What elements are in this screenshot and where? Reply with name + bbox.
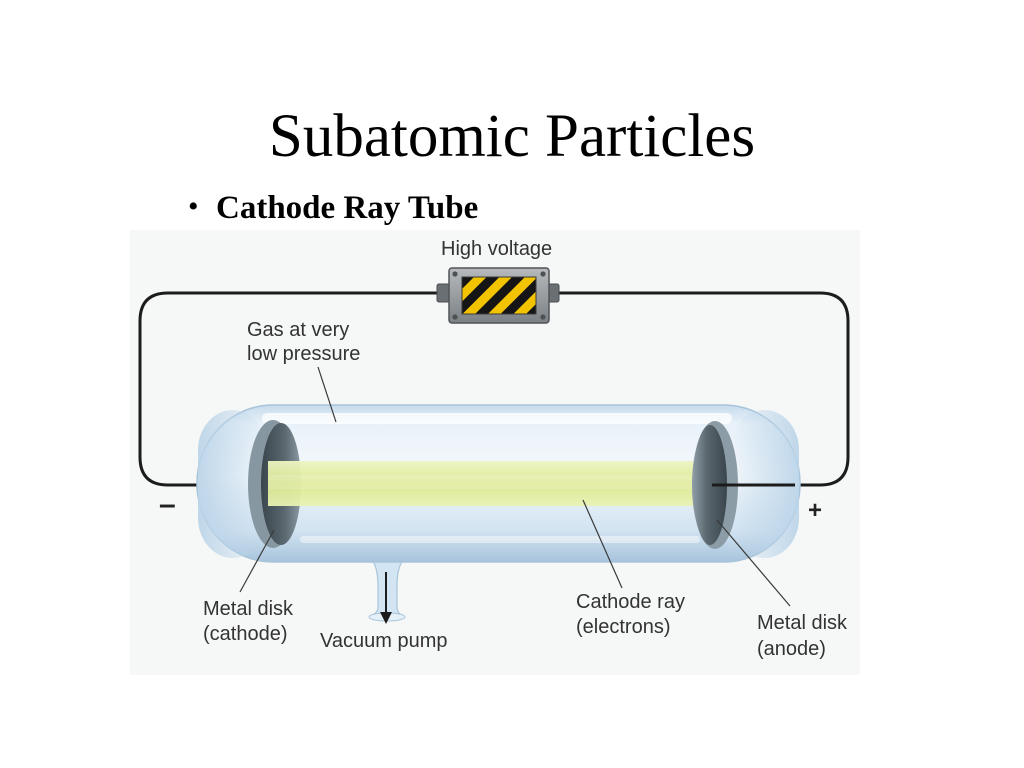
anode-label-line1: Metal disk (757, 612, 848, 634)
cathode-ray-beam-core (268, 475, 705, 489)
cathode-label-line1: Metal disk (203, 598, 294, 620)
circuit-wire-right (557, 291, 850, 487)
connector-left (436, 283, 451, 303)
cathode-ray-beam (268, 461, 705, 506)
anode-disk-face (693, 425, 727, 545)
positive-terminal-sign: + (808, 497, 822, 524)
glass-highlight-top (262, 413, 732, 424)
circuit-wire-left (138, 291, 438, 487)
vacuum-pump-label: Vacuum pump (320, 630, 447, 652)
high-voltage-label: High voltage (441, 238, 552, 260)
anode-disk (692, 421, 795, 549)
high-voltage-source (436, 267, 560, 324)
bullet-text: Cathode Ray Tube (216, 190, 478, 226)
cathode-label-line2: (cathode) (203, 623, 288, 645)
screw-icon (540, 314, 546, 320)
glass-highlight-bottom (300, 536, 700, 543)
anode-label-line2: (anode) (757, 638, 826, 660)
gas-label-line1: Gas at very (247, 319, 349, 341)
gas-label-line2: low pressure (247, 343, 360, 365)
slide-title: Subatomic Particles (269, 103, 755, 170)
cathode-leader-line (239, 529, 275, 593)
gas-leader-line (317, 366, 337, 423)
screw-icon (452, 314, 458, 320)
hazard-panel (461, 276, 537, 315)
bullet-marker: • (188, 190, 199, 223)
cathode-ray-label-line2: (electrons) (576, 616, 670, 638)
screw-icon (452, 271, 458, 277)
glass-tube-left-shade (198, 410, 268, 558)
negative-terminal-sign: – (159, 488, 176, 521)
anode-leader-line (716, 519, 791, 607)
cathode-ray-leader-line (582, 499, 623, 589)
screw-icon (540, 271, 546, 277)
arrow-down-icon (380, 612, 392, 624)
cathode-ray-tube-diagram: High voltage – + (130, 230, 860, 675)
cathode-ray-label-line1: Cathode ray (576, 591, 685, 613)
